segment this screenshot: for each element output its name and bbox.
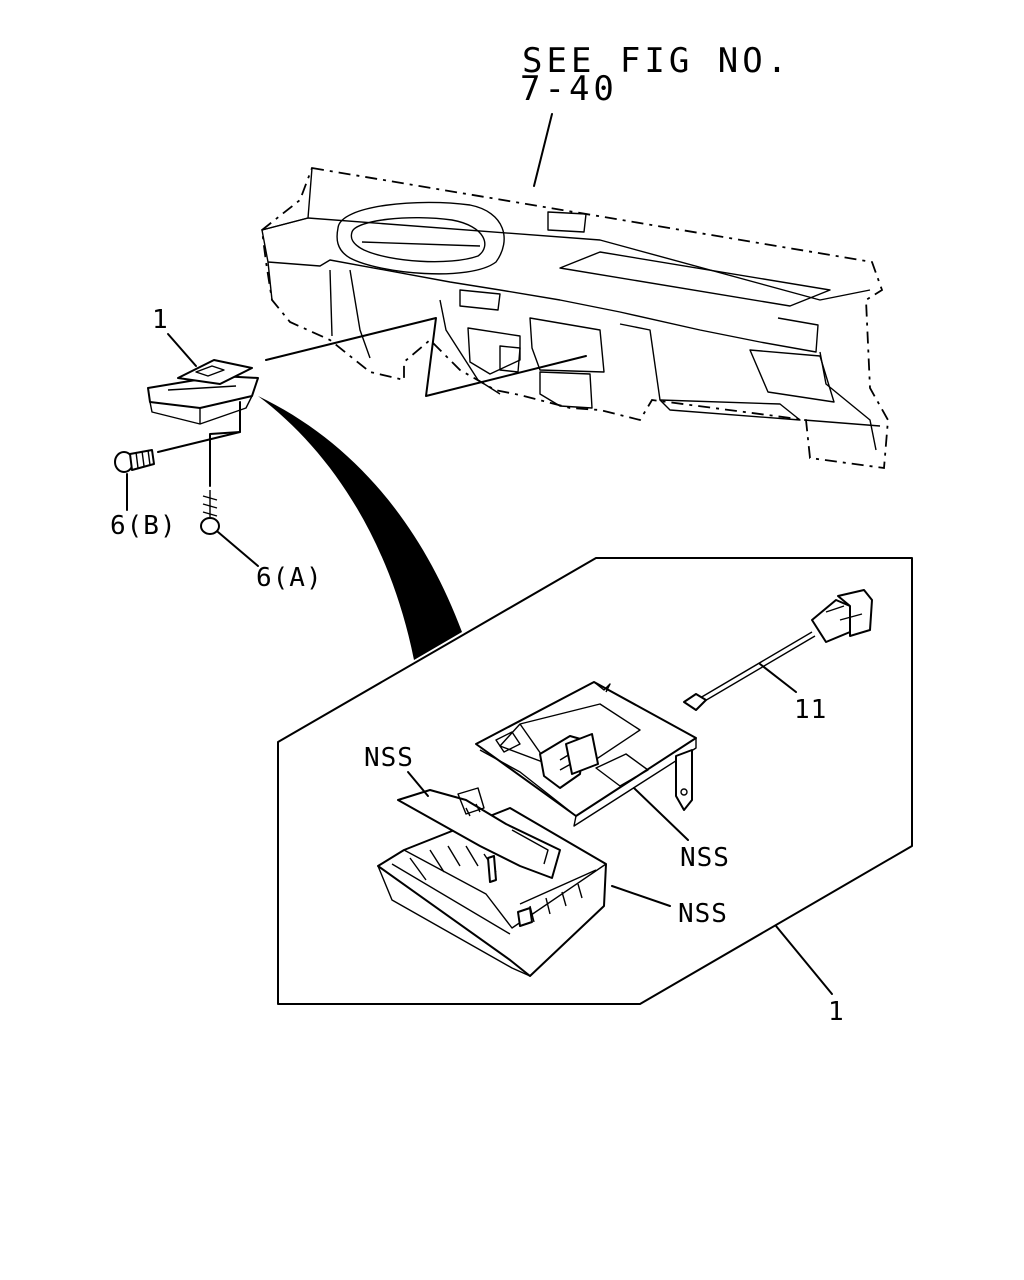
callout-11-leader <box>759 663 797 693</box>
screw-6a-icon <box>200 490 220 535</box>
callout-nss-tray-leader <box>611 885 671 907</box>
callout-6a-leader <box>217 531 259 567</box>
see-fig-reference-line1: SEE FIG NO. <box>522 41 791 81</box>
cable-harness <box>683 589 873 711</box>
fastener-bracket-lines <box>209 401 241 487</box>
location-pointer-lines <box>265 317 587 397</box>
screw-b-pointer <box>157 431 241 453</box>
see-fig-reference-line2: 7-40 <box>520 69 618 109</box>
callout-nss-lid: NSS <box>680 843 730 873</box>
screw-6b-icon <box>114 449 155 473</box>
callout-1-bottom-leader <box>775 925 833 995</box>
callout-nss-lid-leader <box>633 787 689 841</box>
callout-11: 11 <box>794 695 827 725</box>
detail-frame <box>277 557 913 1005</box>
glove-box-inner-panel <box>397 787 561 879</box>
callout-1-top-leader <box>167 333 197 367</box>
reference-leader-line <box>533 113 553 187</box>
callout-1-bottom: 1 <box>828 997 845 1027</box>
instrument-panel-outline <box>261 166 889 470</box>
magnification-ribbon <box>258 396 462 660</box>
callout-1-top: 1 <box>152 305 169 335</box>
callout-nss-inner-panel-leader <box>407 771 429 797</box>
glove-box-lid-assembly <box>475 681 697 827</box>
callout-nss-tray: NSS <box>678 899 728 929</box>
callout-6a: 6(A) <box>256 563 323 593</box>
glove-box-assembly-small <box>147 359 259 425</box>
callout-6b: 6(B) <box>110 511 177 541</box>
callout-nss-inner-panel: NSS <box>364 743 414 773</box>
